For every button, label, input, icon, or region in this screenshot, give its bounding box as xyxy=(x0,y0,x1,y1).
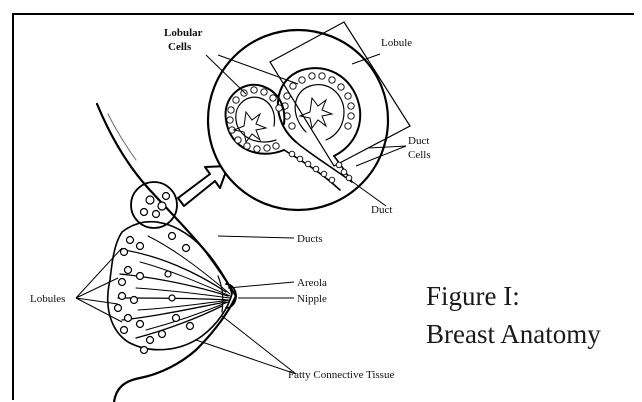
caption-line2: Breast Anatomy xyxy=(426,319,601,349)
label-fatty-connective-tissue: Fatty Connective Tissue xyxy=(288,369,394,381)
magnify-arrow xyxy=(178,166,228,206)
magnified-view xyxy=(208,22,410,210)
label-areola: Areola xyxy=(297,277,327,289)
label-lobular-cells-line2: Cells xyxy=(168,41,192,53)
label-ducts: Ducts xyxy=(297,233,323,245)
lobule-clusters xyxy=(115,193,194,354)
label-lobules: Lobules xyxy=(30,293,65,305)
label-duct: Duct xyxy=(371,204,392,216)
label-lobule: Lobule xyxy=(381,37,412,49)
caption-line1: Figure I: xyxy=(426,281,520,311)
label-duct-cells-line2: Cells xyxy=(408,149,431,161)
label-nipple: Nipple xyxy=(297,293,327,305)
figure-caption: Figure I: Breast Anatomy xyxy=(426,281,601,349)
label-lobular-cells-line1: Lobular xyxy=(164,27,203,39)
label-duct-cells-line1: Duct xyxy=(408,135,429,147)
